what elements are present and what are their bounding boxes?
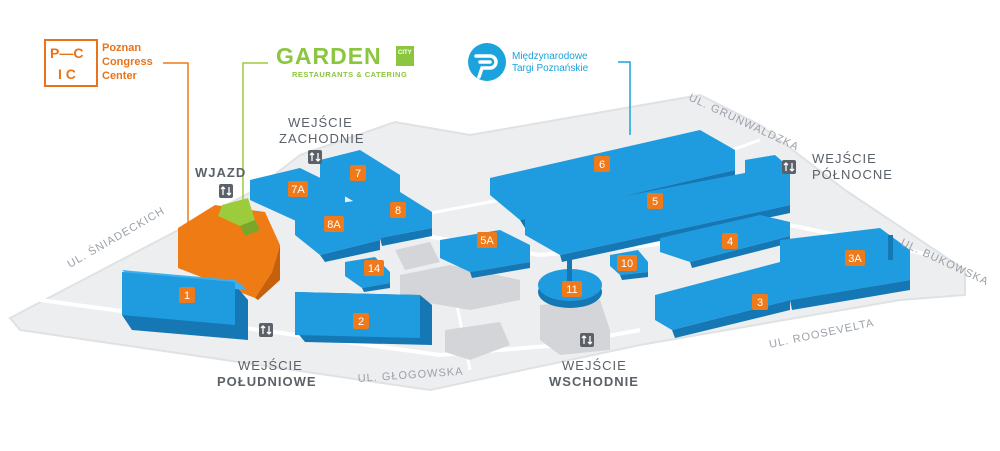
pavilion-3a-pin[interactable]: 3A <box>845 250 865 266</box>
gate-east-line2: WSCHODNIE <box>549 374 639 389</box>
gate-west-line1: WEJŚCIE <box>288 115 353 130</box>
pavilion-5-pin[interactable]: 5 <box>647 193 663 209</box>
mtp-mark-icon <box>474 54 498 79</box>
pavilion-5a-building <box>440 230 530 278</box>
pcc-line1: Poznan <box>102 42 141 54</box>
two-way-arrows-icon[interactable] <box>308 150 322 164</box>
pavilion-4-pin[interactable]: 4 <box>722 233 738 249</box>
pavilion-6-pin[interactable]: 6 <box>594 156 610 172</box>
pavilion-8a-pin[interactable]: 8A <box>324 216 344 232</box>
gate-south-line1: WEJŚCIE <box>238 358 303 373</box>
svg-text:7A: 7A <box>291 184 305 196</box>
two-way-arrows-icon[interactable] <box>219 184 233 198</box>
two-way-arrows-icon[interactable] <box>259 323 273 337</box>
pcc-line2: Congress <box>102 56 153 68</box>
pavilion-14-pin[interactable]: 14 <box>364 260 384 276</box>
pcc-mark-top: P—C <box>50 45 83 61</box>
pavilion-7-pin[interactable]: 7 <box>350 165 366 181</box>
pavilion-buildings <box>122 130 910 345</box>
gate-south-line2: POŁUDNIOWE <box>217 374 317 389</box>
pavilion-8-pin[interactable]: 8 <box>390 202 406 218</box>
svg-text:5A: 5A <box>480 235 494 247</box>
svg-text:7: 7 <box>355 168 361 180</box>
logo-leader-lines <box>163 61 631 232</box>
gate-north-line1: WEJŚCIE <box>812 151 877 166</box>
two-way-arrows-icon[interactable] <box>580 333 594 347</box>
pavilion-10-pin[interactable]: 10 <box>617 255 637 271</box>
garden-city-logo[interactable]: GARDEN CITY RESTAURANTS & CATERING <box>276 43 414 79</box>
gate-drive-label: WJAZD <box>195 165 246 180</box>
svg-text:8A: 8A <box>327 219 341 231</box>
pavilion-7a-pin[interactable]: 7A <box>288 181 308 197</box>
svg-text:5: 5 <box>652 196 658 208</box>
gate-north-line2: PÓŁNOCNE <box>812 167 893 182</box>
pavilion-1-pin[interactable]: 1 <box>179 287 195 303</box>
svg-text:2: 2 <box>358 316 364 328</box>
gate-labels: WEJŚCIE ZACHODNIE WJAZD WEJŚCIE PÓŁNOCNE… <box>195 115 893 389</box>
pcc-logo[interactable]: P—C I C Poznan Congress Center <box>44 39 153 87</box>
garden-tagline: RESTAURANTS & CATERING <box>292 70 407 79</box>
pavilion-5-building <box>525 155 790 262</box>
garden-city: CITY <box>398 50 412 56</box>
garden-city-building <box>218 198 260 236</box>
svg-text:1: 1 <box>184 290 190 302</box>
entrance-icons <box>219 150 796 347</box>
mtp-logo[interactable]: Międzynarodowe Targi Poznańskie <box>468 43 589 81</box>
svg-text:10: 10 <box>621 258 633 270</box>
pavilion-3-pin[interactable]: 3 <box>752 294 768 310</box>
gate-west-line2: ZACHODNIE <box>279 131 365 146</box>
svg-text:11: 11 <box>566 284 577 296</box>
svg-text:3A: 3A <box>848 253 862 265</box>
svg-text:6: 6 <box>599 159 605 171</box>
pcc-mark-bottom: I C <box>58 66 76 82</box>
garden-word: GARDEN <box>276 43 382 69</box>
pavilion-11-pin[interactable]: 11 <box>562 281 582 297</box>
svg-text:3: 3 <box>757 297 763 309</box>
pavilion-pins: 1 2 3 3A 4 5 5A 6 7 7A 8 8A 10 11 14 <box>179 156 865 329</box>
two-way-arrows-icon[interactable] <box>782 160 796 174</box>
pavilion-1-building <box>122 270 248 340</box>
pcc-line3: Center <box>102 70 138 82</box>
pavilion-2-pin[interactable]: 2 <box>353 313 369 329</box>
grey-buildings <box>395 242 610 360</box>
svg-text:8: 8 <box>395 205 401 217</box>
pavilion-5a-pin[interactable]: 5A <box>477 232 497 248</box>
mtp-line2: Targi Poznańskie <box>512 63 589 74</box>
gate-east-line1: WEJŚCIE <box>562 358 627 373</box>
svg-text:14: 14 <box>368 263 380 275</box>
svg-text:4: 4 <box>727 236 733 248</box>
street-roosevelta: UL. ROOSEVELTA <box>768 317 875 351</box>
mtp-line1: Międzynarodowe <box>512 51 588 62</box>
